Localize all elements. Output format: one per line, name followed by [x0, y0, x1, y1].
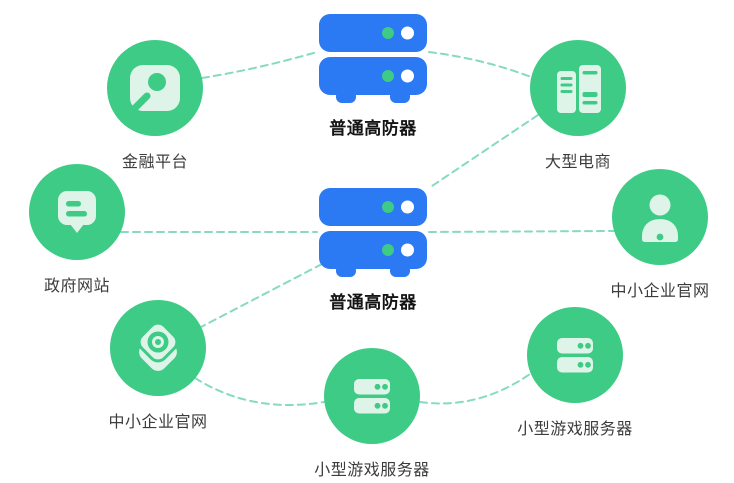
- node-circle: [530, 40, 626, 136]
- server-mid: 普通高防器: [319, 188, 427, 313]
- status-dot-white-icon: [401, 200, 414, 214]
- status-dot-white-icon: [401, 243, 414, 257]
- server-foot: [336, 268, 356, 277]
- chat-bubble-icon: [58, 191, 96, 233]
- connection-game-center-game-right: [419, 373, 531, 405]
- node-label: 政府网站: [43, 278, 110, 295]
- node-label: 金融平台: [121, 154, 188, 171]
- server-top: 普通高防器: [319, 14, 427, 139]
- user-icon: [642, 194, 678, 242]
- node-label: 中小企业官网: [108, 414, 208, 431]
- server-unit: [319, 14, 427, 52]
- server-towers-icon: [557, 65, 601, 113]
- connection-server-mid-sme-right: [428, 230, 615, 233]
- server-unit: [319, 231, 427, 269]
- node-sme-right: 中小企业官网: [590, 169, 730, 301]
- server-feet: [336, 268, 410, 277]
- server-label: 普通高防器: [329, 119, 417, 138]
- server-foot: [390, 268, 410, 277]
- server-foot: [390, 94, 410, 103]
- node-finance: 金融平台: [85, 40, 225, 172]
- server-foot: [336, 94, 356, 103]
- node-circle: [110, 300, 206, 396]
- node-circle: [527, 307, 623, 403]
- status-dot-green-icon: [382, 70, 394, 82]
- connection-server-mid-sme-left: [200, 263, 323, 328]
- node-circle: [107, 40, 203, 136]
- server-rack-icon: [557, 338, 593, 373]
- node-government: 政府网站: [7, 164, 147, 296]
- connection-sme-left-game-center: [194, 377, 325, 406]
- server-unit: [319, 57, 427, 95]
- status-dot-white-icon: [401, 26, 414, 40]
- node-label: 小型游戏服务器: [314, 462, 430, 479]
- status-dot-green-icon: [382, 201, 394, 213]
- node-circle: [324, 348, 420, 444]
- node-label: 中小企业官网: [610, 283, 710, 300]
- node-label: 大型电商: [544, 154, 611, 171]
- node-game-center: 小型游戏服务器: [302, 348, 442, 480]
- node-game-right: 小型游戏服务器: [505, 307, 645, 439]
- server-unit: [319, 188, 427, 226]
- status-dot-green-icon: [382, 27, 394, 39]
- connection-server-top-ecommerce: [428, 51, 532, 78]
- node-sme-left: 中小企业官网: [88, 300, 228, 432]
- status-dot-white-icon: [401, 69, 414, 83]
- image-icon: [130, 65, 180, 112]
- server-feet: [336, 94, 410, 103]
- node-ecommerce: 大型电商: [508, 40, 648, 172]
- connection-finance-server-top: [201, 51, 318, 79]
- node-circle: [29, 164, 125, 260]
- node-label: 小型游戏服务器: [517, 421, 633, 438]
- server-label: 普通高防器: [329, 293, 417, 312]
- server-rack-icon: [354, 379, 390, 414]
- status-dot-green-icon: [382, 244, 394, 256]
- layers-icon: [137, 321, 179, 371]
- connection-ecommerce-server-mid: [428, 114, 539, 189]
- node-circle: [612, 169, 708, 265]
